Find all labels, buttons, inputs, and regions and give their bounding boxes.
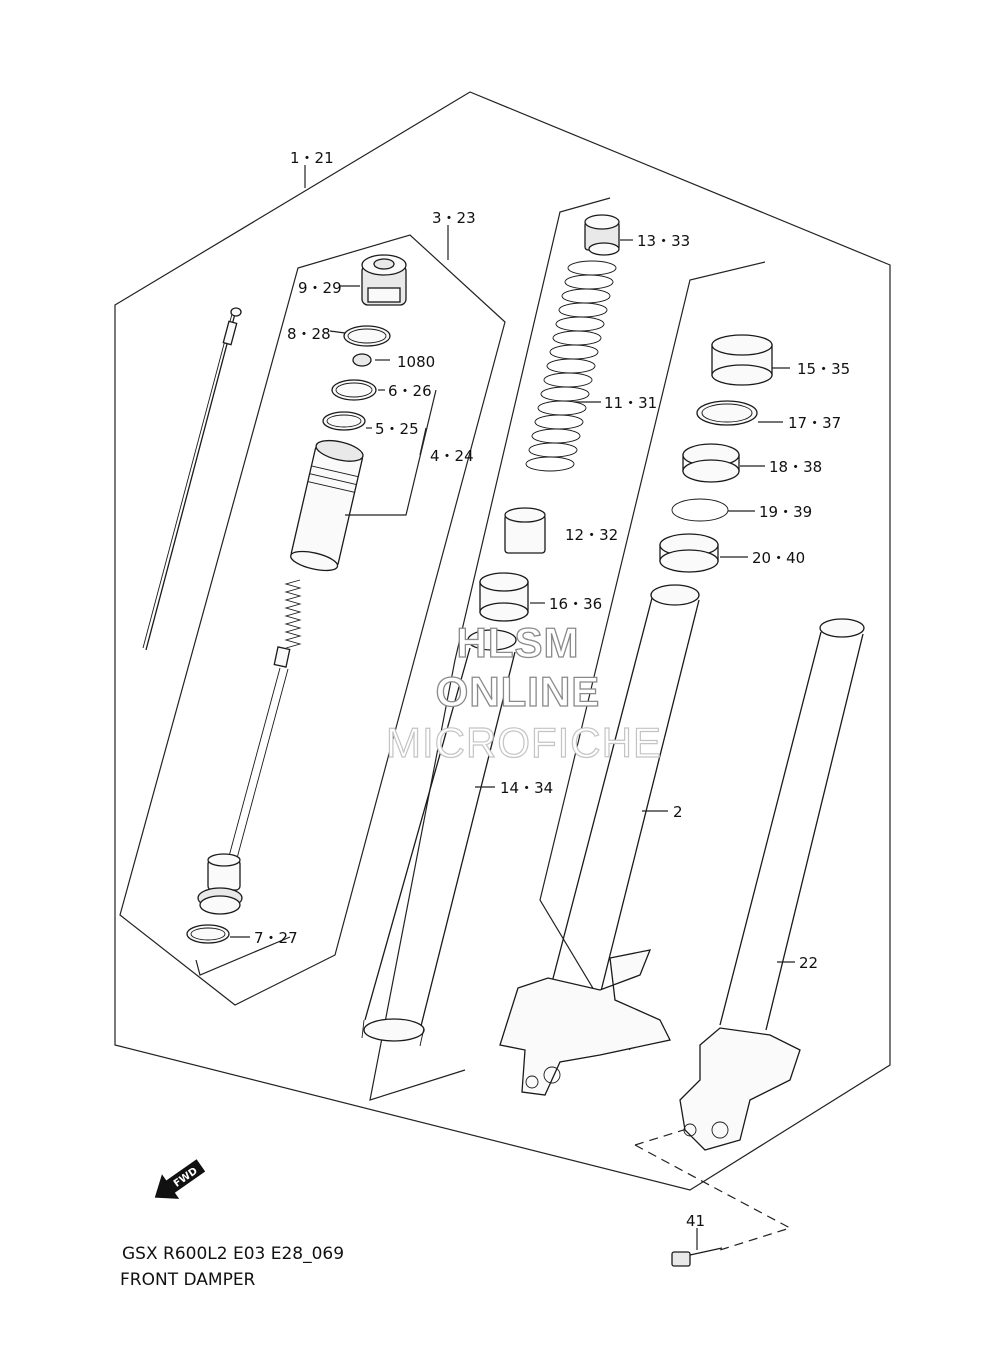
ring-7-inner bbox=[190, 927, 226, 941]
o-ring-8 bbox=[343, 325, 391, 347]
callout-4: 4・24 bbox=[430, 447, 474, 465]
callout-22: 22 bbox=[799, 954, 818, 972]
o-ring-8-inner bbox=[347, 328, 387, 344]
forward-direction-icon: FWD bbox=[154, 1159, 206, 1199]
circlip-19 bbox=[671, 498, 729, 522]
callout-9: 9・29 bbox=[298, 279, 342, 297]
callout-20: 20・40 bbox=[752, 549, 805, 567]
ring-6-inner bbox=[335, 382, 373, 398]
watermark-line-1: HLSM bbox=[457, 619, 580, 666]
diagram-model-code: GSX R600L2 E03 E28_069 bbox=[122, 1244, 344, 1264]
bolt-group-dashed bbox=[634, 1127, 691, 1146]
callout-15: 15・35 bbox=[797, 360, 850, 378]
base-valve bbox=[197, 853, 243, 915]
outer-tube-22 bbox=[679, 618, 865, 1151]
callout-7: 7・27 bbox=[254, 929, 298, 947]
ring-6 bbox=[331, 379, 377, 401]
bolt-group-dashed-2 bbox=[634, 1144, 792, 1251]
callout-5: 5・25 bbox=[375, 420, 419, 438]
callout-13: 13・33 bbox=[637, 232, 690, 250]
watermark-line-2: ONLINE bbox=[436, 668, 601, 715]
piston-rod bbox=[227, 646, 291, 863]
inner-tube-14 bbox=[361, 647, 516, 1047]
callout-12: 12・32 bbox=[565, 526, 618, 544]
diagram-title: FRONT DAMPER bbox=[120, 1270, 256, 1290]
cartridge-4 bbox=[290, 439, 364, 572]
cap-bolt-9 bbox=[361, 254, 407, 306]
callout-41: 41 bbox=[686, 1212, 705, 1230]
main-spring-11 bbox=[525, 260, 617, 472]
bolt-41 bbox=[671, 1247, 723, 1267]
subassembly-boundary-3 bbox=[119, 234, 506, 1006]
oil-seal-18 bbox=[682, 443, 740, 483]
watermark-line-3: MICROFICHE bbox=[386, 719, 662, 766]
spring-adjuster-13 bbox=[584, 214, 620, 256]
bushing-15 bbox=[711, 334, 773, 386]
ring-14-top bbox=[467, 629, 517, 651]
inner-tube-group-bracket bbox=[369, 197, 611, 1101]
callout-3: 3・23 bbox=[432, 209, 476, 227]
washer-17 bbox=[696, 400, 758, 426]
callout-19: 19・39 bbox=[759, 503, 812, 521]
callout-1: 1・21 bbox=[290, 149, 334, 167]
damper-rod bbox=[142, 307, 242, 651]
outer-tube-group-bracket bbox=[539, 261, 766, 1051]
callout-11: 11・31 bbox=[604, 394, 657, 412]
spacer-12 bbox=[504, 507, 546, 554]
ring-5-inner bbox=[326, 414, 362, 428]
callout-8: 8・28 bbox=[287, 325, 331, 343]
nut-10 bbox=[352, 353, 372, 367]
assembly-boundary-1 bbox=[114, 91, 891, 1191]
callout-14: 14・34 bbox=[500, 779, 553, 797]
bushing-16 bbox=[479, 572, 529, 622]
dust-seal-20 bbox=[659, 533, 719, 573]
washer-17-inner bbox=[701, 403, 753, 423]
callout-2: 2 bbox=[673, 803, 683, 821]
callout-16: 16・36 bbox=[549, 595, 602, 613]
callout-10: 1080 bbox=[397, 353, 435, 371]
callout-6: 6・26 bbox=[388, 382, 432, 400]
callout-17: 17・37 bbox=[788, 414, 841, 432]
leader-lines bbox=[195, 165, 795, 1250]
callout-18: 18・38 bbox=[769, 458, 822, 476]
outer-tube-2 bbox=[499, 584, 700, 1096]
small-spring bbox=[284, 579, 302, 649]
